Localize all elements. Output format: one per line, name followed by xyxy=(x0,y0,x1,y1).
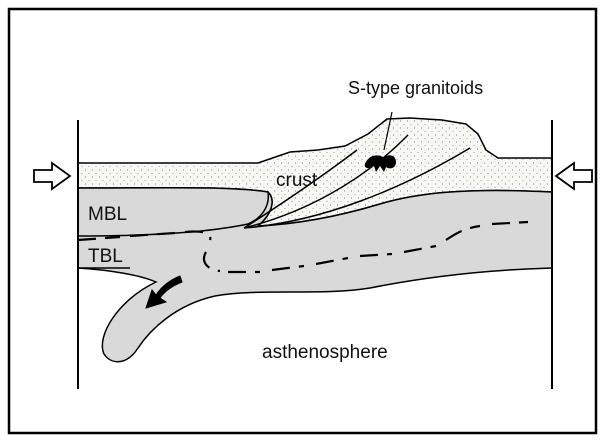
mbl-label: MBL xyxy=(88,204,127,225)
granitoids-label: S-type granitoids xyxy=(348,78,483,98)
asthenosphere-label: asthenosphere xyxy=(262,342,388,363)
crust-label: crust xyxy=(276,170,318,191)
tbl-label: TBL xyxy=(88,246,123,267)
